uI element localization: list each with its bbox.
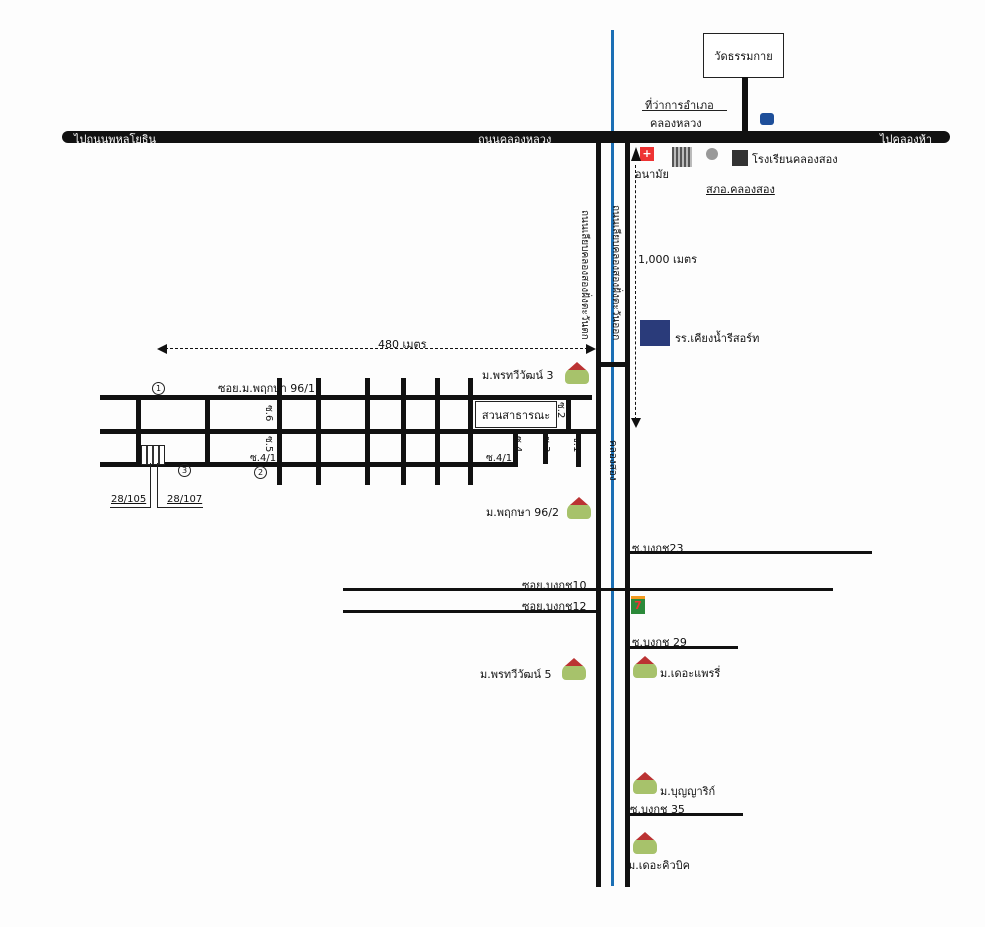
soi-4-road: [513, 429, 518, 467]
soi-3-label: ซ.3: [540, 436, 551, 453]
park-box: สวนสาธารณะ: [475, 401, 557, 428]
village-icon: [567, 497, 591, 519]
soi-2-road: [566, 395, 571, 431]
soi-4-1-label-b: ซ.4/1: [486, 453, 513, 464]
district-office-label-2: คลองหลวง: [650, 117, 702, 130]
house-pointer-line: [157, 463, 203, 508]
bongkot10-road: [343, 588, 833, 591]
grid-road: [316, 378, 321, 485]
grid-road: [435, 378, 440, 485]
district-office-line: [642, 110, 727, 111]
east-road-label: ถนนเลียบคลองสองฝั่งตะวันออก: [610, 205, 621, 341]
arrow-right-icon: [586, 344, 596, 354]
grid-road: [365, 378, 370, 485]
village-cubic-label: ม.เดอะคิวบิค: [628, 859, 691, 872]
health-station-label: อนามัย: [635, 168, 669, 181]
middle-road: [100, 429, 598, 434]
soi-4-1-label-a: ซ.4/1: [250, 453, 277, 464]
village-icon: [562, 658, 586, 680]
school-label: โรงเรียนคลองสอง: [752, 153, 838, 166]
grid-road: [468, 378, 473, 485]
west-road-label: ถนนเลียบคลองสองฝั่งตะวันตก: [579, 210, 590, 340]
police-icon: [706, 148, 718, 160]
grid-road: [401, 378, 406, 485]
distance-480-label: 480 เมตร: [378, 338, 427, 351]
connector-road: [596, 362, 630, 367]
village-prairie-label: ม.เดอะแพรรี่: [660, 667, 721, 680]
park-label: สวนสาธารณะ: [481, 408, 551, 422]
bank-icon: [760, 113, 774, 125]
house-number-28-105: 28/105: [111, 494, 147, 505]
bongkot23-label: ซ.บงกช23: [632, 542, 684, 555]
resort-icon: [640, 320, 670, 346]
soi-96-1-road: [100, 395, 592, 400]
bongkot35-road: [627, 813, 743, 816]
village-boonyarik-label: ม.บุญญาริก์: [660, 785, 716, 798]
arrow-down-icon: [631, 418, 641, 428]
marker-2: 2: [254, 466, 267, 479]
marker-3: 3: [178, 464, 191, 477]
bongkot29-label: ซ.บงกช 29: [632, 636, 687, 649]
village-icon: [633, 832, 657, 854]
east-bank-road: [625, 137, 630, 887]
convenience-store-icon: 7: [631, 596, 645, 614]
district-office-label-1: ที่ว่าการอำเภอ: [645, 99, 714, 112]
village-porntawee5-label: ม.พรทวีวัฒน์ 5: [480, 668, 552, 681]
police-label: สภอ.คลองสอง: [706, 183, 775, 196]
bongkot29-road: [627, 646, 738, 649]
distance-1000-label: 1,000 เมตร: [638, 253, 698, 266]
temple-road: [742, 77, 748, 135]
house-pointer-line: [110, 463, 151, 508]
store-label: 7: [634, 599, 642, 612]
road-label-main: ถนนคลองหลวง: [478, 133, 552, 146]
road-label-right: ไปคลองห้า: [880, 133, 933, 146]
arrow-left-icon: [157, 344, 167, 354]
soi-4-1-road: [100, 462, 517, 467]
bongkot35-label: ซ.บงกช 35: [630, 803, 685, 816]
soi-1-road: [576, 429, 581, 467]
grid-road: [205, 395, 210, 465]
school-icon: [732, 150, 748, 166]
house-plot-icon: [141, 445, 165, 465]
soi-1-label: ซ.1: [571, 436, 582, 453]
soi-5-label: ซ.5: [263, 436, 274, 453]
temple-box: วัดธรรมกาย: [703, 33, 784, 78]
village-icon: [633, 656, 657, 678]
grid-road: [277, 378, 282, 485]
village-icon: [633, 772, 657, 794]
village-icon: [565, 362, 589, 384]
distance-1000-line: [635, 165, 636, 420]
bongkot12-road: [343, 610, 598, 613]
health-station-icon: +: [640, 147, 654, 161]
road-label-left: ไปถนนพหลโยธิน: [74, 133, 157, 146]
canal-label: คลองสอง: [607, 440, 618, 481]
bongkot10-label: ซอย.บงกช10: [522, 579, 587, 592]
soi-96-1-label: ซอย.ม.พฤกษา 96/1: [218, 382, 315, 395]
soi-3-road: [543, 429, 548, 464]
soi-6-label: ซ.6: [263, 405, 274, 422]
soi-4-label: ซ.4: [512, 436, 523, 453]
village-porntawee3-label: ม.พรทวีวัฒน์ 3: [482, 369, 554, 382]
west-bank-road: [596, 137, 601, 887]
grid-road: [136, 395, 141, 465]
north-arrow-icon: [631, 147, 641, 161]
bongkot23-road: [627, 551, 872, 554]
village-pruksa96-2-label: ม.พฤกษา 96/2: [486, 506, 559, 519]
marker-1: 1: [152, 382, 165, 395]
house-number-28-107: 28/107: [167, 494, 203, 505]
canal: [611, 30, 614, 886]
distance-480-line: [165, 348, 588, 349]
temple-label: วัดธรรมกาย: [714, 49, 773, 63]
resort-label: รร.เคียงน้ำรีสอร์ท: [675, 332, 760, 345]
main-road: [62, 131, 950, 143]
district-office-icon: [672, 147, 692, 167]
bongkot12-label: ซอย.บงกช12: [522, 600, 587, 613]
